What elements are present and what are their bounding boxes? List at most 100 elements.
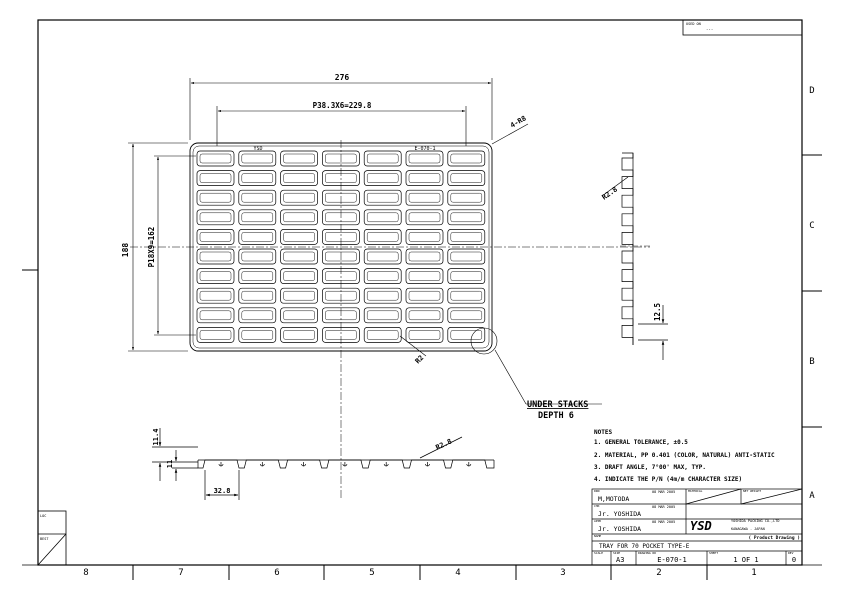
- pocket-floor: [408, 330, 441, 340]
- pocket-floor: [241, 153, 274, 164]
- used-on-stamp: USED ON ---: [682, 19, 803, 36]
- pocket-floor: [241, 290, 274, 301]
- pocket: [322, 287, 360, 304]
- pocket-floor: [366, 310, 399, 321]
- company-location: KANAGAWA . JAPAN: [731, 527, 765, 531]
- best-label: BEST: [40, 537, 49, 541]
- note-4: 4. INDICATE THE P/N (4m/m CHARACTER SIZE…: [594, 476, 742, 483]
- pocket-floor: [199, 290, 232, 301]
- pocket-mark: [383, 462, 389, 467]
- pocket: [447, 248, 486, 265]
- callout-line-2: DEPTH 6: [538, 411, 574, 421]
- pocket: [405, 268, 444, 284]
- loc-label: LOC: [40, 514, 46, 518]
- pocket: [196, 189, 235, 206]
- pocket-floor: [283, 153, 315, 164]
- pocket-floor: [199, 153, 232, 164]
- col-label-7: 7: [178, 568, 183, 578]
- col-label-5: 5: [369, 568, 374, 578]
- pocket-floor: [408, 212, 441, 223]
- pocket-floor: [283, 251, 315, 262]
- pocket: [238, 209, 277, 226]
- pocket-floor: [450, 310, 483, 321]
- pocket-floor: [241, 310, 274, 321]
- col-label-6: 6: [274, 568, 279, 578]
- weight-label: NET WEIGHT: [743, 489, 761, 493]
- dim-pitch-y: P18X9=162: [147, 227, 156, 268]
- name-label: NAME: [594, 534, 601, 538]
- pocket-floor: [283, 173, 315, 183]
- pocket: [238, 170, 277, 186]
- pocket-floor: [199, 330, 232, 340]
- pocket-floor: [450, 251, 483, 262]
- pocket: [196, 229, 235, 245]
- pocket: [280, 170, 318, 186]
- tray-side-view: [601, 152, 668, 360]
- row-label-c: C: [809, 221, 814, 231]
- pocket: [363, 248, 402, 265]
- pocket: [280, 248, 318, 265]
- pocket-floor: [450, 232, 483, 242]
- pocket-floor: [408, 192, 441, 203]
- pocket-floor: [366, 290, 399, 301]
- pocket: [405, 189, 444, 206]
- title-block-text: DRN 08 MAR 2005 M,MOTODA CHK 08 MAR 2005…: [594, 489, 800, 564]
- pocket-floor: [366, 192, 399, 203]
- pocket-floor: [241, 173, 274, 183]
- pocket-floor: [199, 271, 232, 281]
- pocket: [363, 268, 402, 284]
- notes-block: NOTES 1. GENERAL TOLERANCE, ±0.5 2. MATE…: [594, 429, 775, 483]
- approved-date: 08 MAR 2005: [652, 520, 675, 524]
- pocket-floor: [283, 310, 315, 321]
- pocket-mark: [259, 462, 265, 467]
- pocket: [280, 229, 318, 245]
- dim-overall-height: 188: [121, 243, 130, 258]
- pocket: [447, 170, 486, 186]
- pocket: [363, 209, 402, 226]
- rev-label: REV: [788, 551, 794, 555]
- sheet-label: SHEET: [709, 551, 718, 555]
- pocket: [238, 150, 277, 167]
- pocket: [447, 209, 486, 226]
- mark-ysd: YSD: [253, 146, 262, 152]
- column-labels: 8 7 6 5 4 3 2 1: [83, 568, 756, 578]
- drawing-number: E-070-1: [657, 556, 687, 564]
- note-3: 3. DRAFT ANGLE, 7°00' MAX, TYP.: [594, 464, 706, 471]
- drawing-no-label: DRAWING NO: [638, 551, 656, 555]
- pocket: [238, 327, 277, 343]
- pocket-floor: [366, 173, 399, 183]
- material-label: MATERIAL: [688, 489, 703, 493]
- pocket: [196, 209, 235, 226]
- pocket-floor: [450, 290, 483, 301]
- pocket-floor: [283, 271, 315, 281]
- pocket: [196, 327, 235, 343]
- col-label-2: 2: [656, 568, 661, 578]
- pocket: [280, 327, 318, 343]
- pocket-floor: [450, 212, 483, 223]
- pocket: [238, 268, 277, 284]
- side-radius: R2.8: [601, 185, 619, 201]
- pocket: [196, 307, 235, 324]
- pocket: [405, 209, 444, 226]
- pocket-floor: [408, 173, 441, 183]
- checked-by: Jr. YOSHIDA: [598, 510, 641, 518]
- pocket-floor: [408, 153, 441, 164]
- pocket: [405, 248, 444, 265]
- pocket: [280, 287, 318, 304]
- pocket-floor: [408, 290, 441, 301]
- pocket-floor: [241, 212, 274, 223]
- pocket-floor: [241, 271, 274, 281]
- row-label-d: D: [809, 86, 814, 96]
- company-name: YOSHIDA PACKING CO.,LTD: [731, 519, 779, 523]
- pocket-floor: [366, 153, 399, 164]
- pocket-mark: [466, 462, 472, 467]
- pocket: [363, 170, 402, 186]
- pocket: [405, 307, 444, 324]
- pocket: [363, 150, 402, 167]
- pocket: [447, 327, 486, 343]
- pocket-floor: [366, 251, 399, 262]
- checked-date: 08 MAR 2005: [652, 505, 675, 509]
- tray-front-view: [152, 428, 495, 500]
- drawn-by: M,MOTODA: [598, 495, 629, 503]
- pocket-floor: [408, 232, 441, 242]
